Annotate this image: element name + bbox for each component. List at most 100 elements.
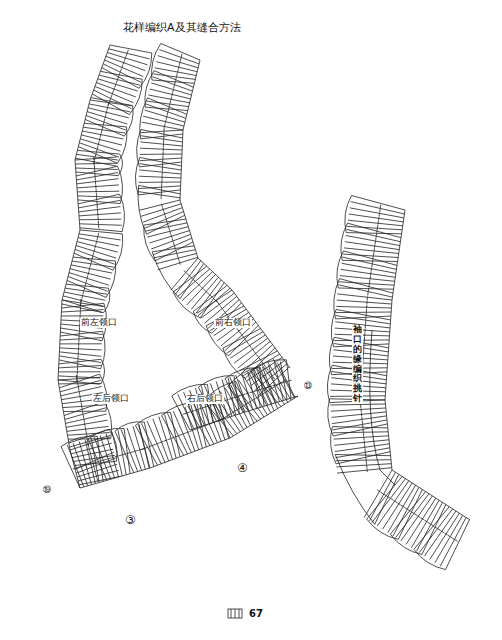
stitch-mark: [152, 80, 194, 83]
stitch-mark: [370, 276, 372, 280]
stitch-mark: [332, 416, 387, 424]
stitch-mark: [365, 328, 366, 332]
stitch-mark: [163, 151, 164, 155]
stitch-mark: [191, 277, 218, 309]
stitch-mark: [75, 163, 117, 165]
stitch-mark: [194, 410, 197, 411]
stitch-mark: [67, 426, 109, 431]
stitch-mark: [129, 79, 142, 114]
stitch-mark: [153, 74, 195, 80]
stitch-mark: [370, 272, 372, 276]
stitch-mark: [342, 260, 397, 261]
stitch-mark: [158, 257, 198, 270]
stitch-mark: [97, 146, 99, 150]
stitch-mark: [170, 231, 171, 235]
stitch-mark: [375, 236, 377, 240]
stitch-mark: [162, 175, 163, 179]
stitch-mark: [80, 399, 82, 403]
stitch-mark: [118, 166, 123, 203]
stitch-mark: [78, 147, 117, 164]
stitch-mark: [381, 492, 384, 494]
stitch-mark: [116, 80, 117, 83]
stitch-mark: [335, 455, 375, 525]
stitch-mark: [345, 242, 400, 250]
stitch-mark: [138, 449, 142, 451]
stitch-mark: [178, 269, 210, 297]
stitch-mark: [82, 131, 123, 139]
stitch-mark: [273, 385, 276, 386]
stitch-mark: [337, 300, 392, 304]
stitch-mark: [65, 414, 106, 423]
stitch-mark: [364, 445, 365, 449]
stitch-mark: [124, 57, 125, 60]
stitch-mark: [336, 312, 391, 314]
stitch-mark: [96, 189, 97, 193]
stitch-mark: [148, 227, 189, 237]
stitch-mark: [58, 371, 100, 372]
stitch-mark: [173, 85, 175, 89]
stitch-mark: [142, 122, 183, 130]
stitch-mark: [164, 127, 165, 131]
stitch-mark: [140, 142, 182, 146]
stitch-mark: [76, 168, 118, 170]
stitch-mark: [61, 436, 97, 446]
stitch-mark: [182, 433, 185, 434]
stitch-mark: [334, 436, 389, 439]
stitch-mark: [213, 298, 216, 301]
stitch-mark: [349, 214, 404, 222]
stitch-mark: [106, 111, 108, 115]
stitch-mark: [179, 434, 182, 435]
stitch-mark: [249, 345, 251, 348]
stitch-mark: [137, 130, 141, 167]
stitch-mark: [102, 126, 104, 130]
stitch-mark: [107, 103, 109, 107]
stitch-mark: [79, 213, 121, 216]
stitch-mark: [88, 268, 90, 272]
stitch-mark: [394, 501, 397, 503]
stitch-mark: [365, 316, 366, 320]
stitch-mark: [288, 380, 292, 381]
stitch-mark: [173, 292, 200, 318]
stitch-mark: [364, 332, 365, 336]
stitch-mark: [167, 112, 169, 116]
stitch-mark: [333, 424, 387, 436]
stitch-mark: [377, 490, 380, 492]
stitch-mark: [200, 283, 224, 318]
stitch-mark: [347, 226, 402, 229]
stitch-mark: [135, 157, 139, 195]
stitch-mark: [254, 391, 257, 392]
stitch-mark: [165, 120, 167, 124]
stitch-mark: [171, 93, 173, 97]
stitch-mark: [366, 464, 367, 468]
stitch-mark: [105, 115, 107, 119]
stitch-mark: [111, 95, 112, 98]
stitch-mark: [85, 430, 87, 434]
stitch-mark: [68, 433, 110, 436]
stitch-mark: [351, 202, 405, 214]
stitch-mark: [78, 351, 79, 355]
stitch-mark: [85, 426, 87, 430]
stitch-mark: [197, 290, 232, 313]
stitch-mark: [438, 529, 441, 531]
stitch-mark: [147, 101, 189, 107]
stitch-mark: [179, 261, 180, 264]
stitch-mark: [138, 192, 180, 198]
stitch-mark: [338, 288, 393, 289]
stitch-mark: [115, 84, 116, 87]
stitch-mark: [73, 257, 115, 261]
stitch-mark: [59, 366, 101, 368]
stitch-mark: [146, 223, 187, 231]
stitch-mark: [195, 282, 198, 285]
stitch-mark: [398, 489, 422, 539]
stitch-mark: [187, 273, 190, 275]
stitch-mark: [139, 424, 149, 468]
stitch-mark: [140, 98, 148, 139]
stitch-mark: [113, 234, 123, 270]
stitch-mark: [336, 452, 390, 464]
stitch-mark: [79, 441, 91, 484]
stitch-mark: [366, 308, 367, 312]
stitch-mark: [124, 106, 133, 137]
stitch-mark: [365, 320, 366, 324]
stitch-mark: [336, 309, 390, 320]
stitch-mark: [89, 451, 91, 455]
